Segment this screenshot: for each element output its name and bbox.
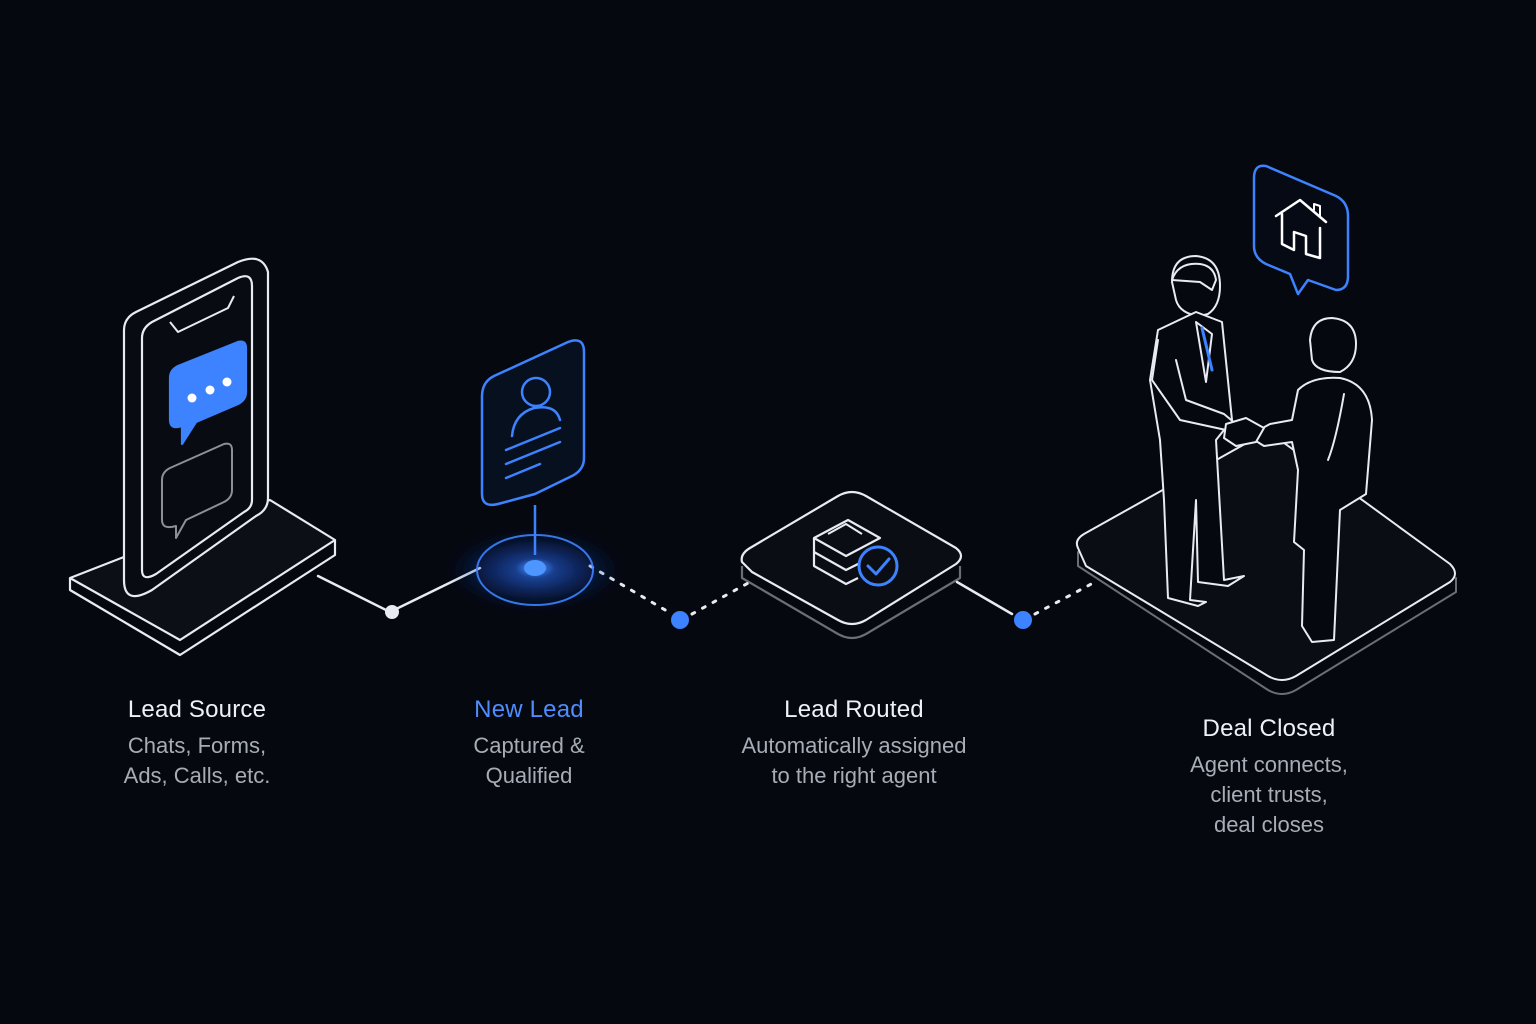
stage-lead-source: Lead Source Chats, Forms, Ads, Calls, et… <box>47 695 347 791</box>
chat-bubble-outline-icon <box>161 442 233 539</box>
agent-figure <box>1149 255 1245 607</box>
stage-description: Automatically assigned to the right agen… <box>741 733 967 788</box>
stage-title: Deal Closed <box>1202 715 1336 742</box>
smartphone-chat-icon <box>68 257 337 657</box>
connector-node <box>385 605 399 619</box>
glow-dot <box>524 560 546 576</box>
flow-connectors <box>316 564 1097 629</box>
connector-routed-to-node <box>955 580 1014 616</box>
stage-title: Lead Routed <box>784 696 924 723</box>
connector-node-blue <box>671 611 689 629</box>
connector-node-to-routed <box>690 580 752 616</box>
connector-node-blue <box>1014 611 1032 629</box>
stage-description: Captured & Qualified <box>473 733 585 788</box>
house-speech-bubble-icon <box>1252 164 1350 296</box>
stage-title: New Lead <box>474 696 584 723</box>
stage-new-lead: New Lead Captured & Qualified <box>379 695 679 791</box>
connector-node-to-closed <box>1033 580 1097 616</box>
client-figure <box>1247 317 1373 643</box>
stage-lead-routed: Lead Routed Automatically assigned to th… <box>704 695 1004 791</box>
contact-card-icon <box>445 339 625 610</box>
handshake-house-icon <box>1075 164 1457 695</box>
stage-description: Agent connects, client trusts, deal clos… <box>1190 752 1348 837</box>
stage-title: Lead Source <box>127 696 267 723</box>
stack-check-icon <box>740 490 963 640</box>
stage-deal-closed: Deal Closed Agent connects, client trust… <box>1119 714 1419 840</box>
stage-description: Chats, Forms, Ads, Calls, etc. <box>123 733 271 788</box>
